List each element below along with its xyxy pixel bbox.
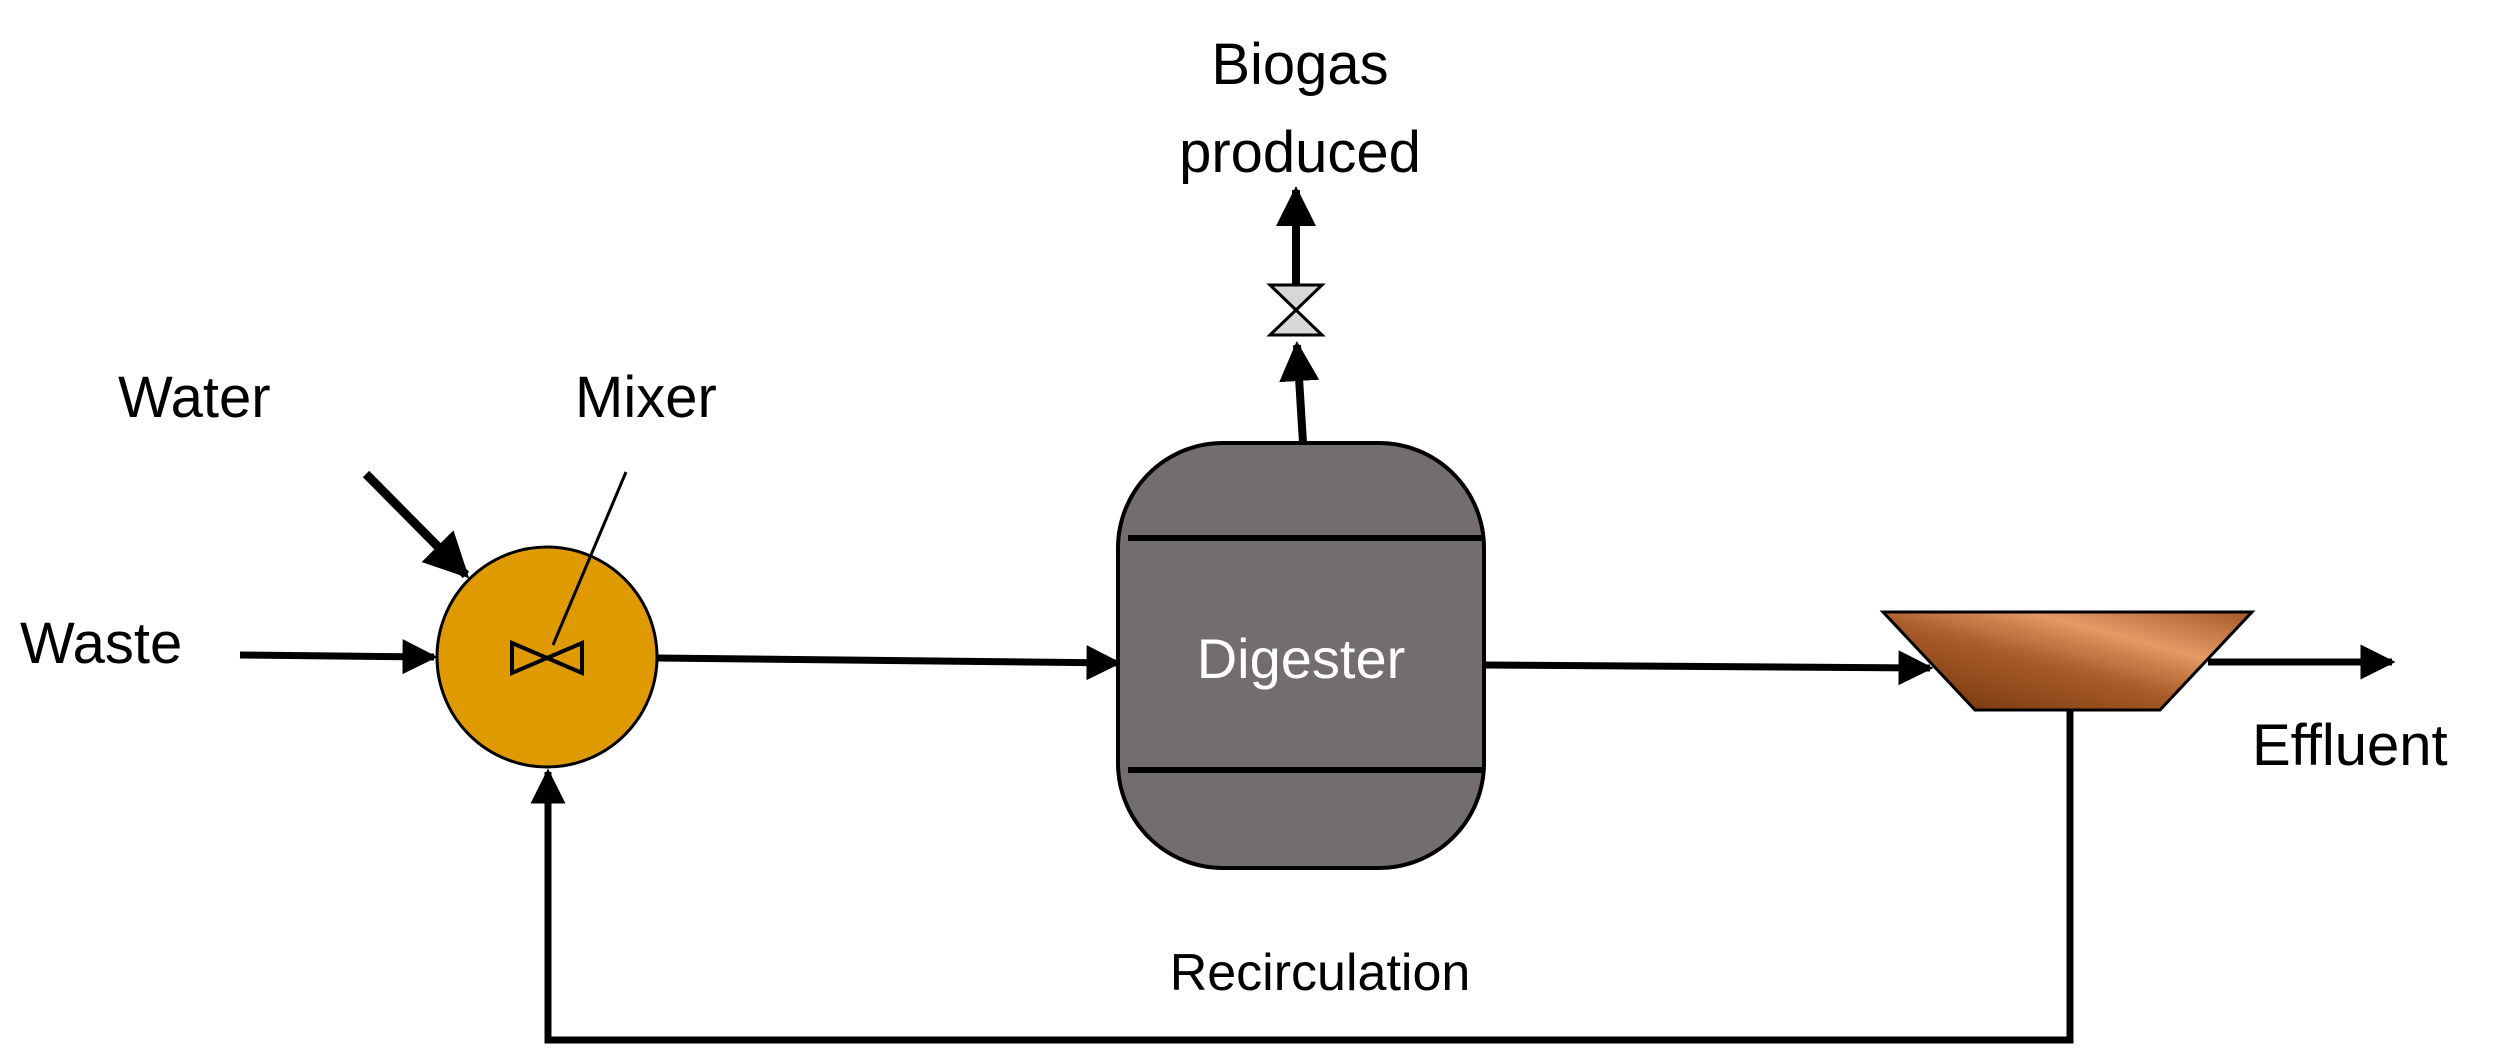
digester-label: Digester [1197,627,1406,690]
biogas-pipe-lower [1279,341,1320,444]
effluent-label: Effluent [2252,713,2448,778]
mixer-label: Mixer [575,365,717,430]
mixer-to-digester-arrow [656,645,1122,681]
waste-label: Waste [20,611,182,676]
recirculation-line [530,710,2074,1044]
digester-vessel: Digester [1116,441,1486,870]
gate-valve-icon [1266,283,1326,337]
mixer-tank [435,471,659,769]
settler-tank [1879,610,2256,712]
water-label: Water [118,365,271,430]
mixer-leader-line [551,471,628,646]
recirculation-label: Recirculation [1170,944,1471,1002]
bowtie-impeller-icon [510,639,584,677]
biogas-label-line1: Biogas [1211,32,1388,97]
biogas-label-line2: produced [1179,120,1421,185]
digester-to-settler-arrow [1483,650,1934,686]
water-inlet-arrow [362,470,470,579]
waste-inlet-arrow [239,639,438,675]
